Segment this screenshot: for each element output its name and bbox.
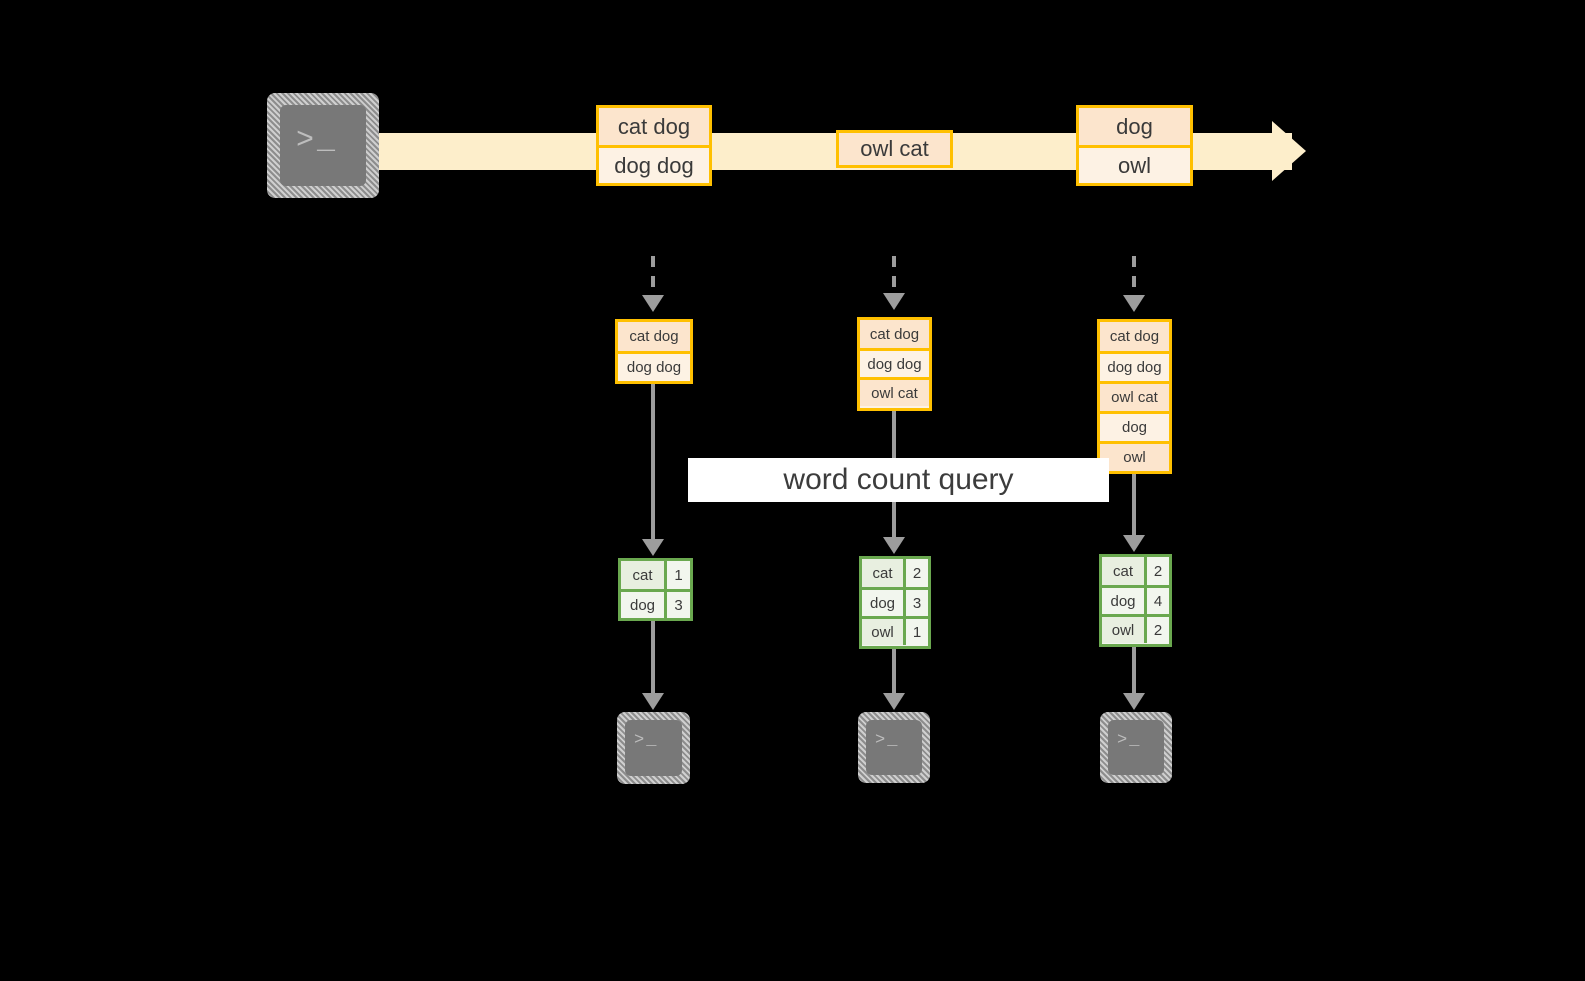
snapshot-2-sink-arrowhead xyxy=(883,693,905,710)
result-count: 4 xyxy=(1144,588,1169,614)
snapshot-1-stream-row: dog dog xyxy=(618,351,690,381)
query-banner: word count query xyxy=(688,458,1109,502)
snapshot-3-query-line xyxy=(1132,474,1136,535)
timeline-event-3-line-1: dog xyxy=(1079,108,1190,145)
timeline-event-1-line-2: dog dog xyxy=(599,145,709,183)
result-count: 2 xyxy=(1144,617,1169,643)
result-count: 2 xyxy=(903,559,928,587)
snapshot-2-query-arrowhead xyxy=(883,537,905,554)
result-count: 3 xyxy=(903,590,928,616)
snapshot-3-stream-row: cat dog xyxy=(1100,322,1169,351)
result-word: cat xyxy=(621,561,664,589)
result-word: dog xyxy=(862,590,903,616)
table-row: cat 2 xyxy=(1102,557,1169,585)
snapshot-2-sink-line xyxy=(892,649,896,693)
snapshot-3-sink-line xyxy=(1132,647,1136,693)
snapshot-2-stream-row: dog dog xyxy=(860,348,929,377)
snapshot-1-query-arrowhead xyxy=(642,539,664,556)
result-word: owl xyxy=(862,619,903,645)
snapshot-2-stream[interactable]: cat dog dog dog owl cat xyxy=(857,317,932,411)
result-count: 1 xyxy=(903,619,928,645)
snapshot-1-sink-line xyxy=(651,621,655,693)
table-row: owl 2 xyxy=(1102,614,1169,643)
terminal-prompt-glyph: >_ xyxy=(634,731,659,750)
snapshot-1-query-line xyxy=(651,384,655,539)
terminal-prompt-glyph: >_ xyxy=(296,124,339,158)
snapshot-3-tap-arrowhead xyxy=(1123,295,1145,312)
snapshot-3-stream[interactable]: cat dog dog dog owl cat dog owl xyxy=(1097,319,1172,474)
snapshot-2-tap-line xyxy=(892,256,896,296)
snapshot-1-stream[interactable]: cat dog dog dog xyxy=(615,319,693,384)
result-count: 3 xyxy=(664,592,690,618)
result-word: dog xyxy=(1102,588,1144,614)
table-row: cat 2 xyxy=(862,559,928,587)
snapshot-3-stream-row: owl cat xyxy=(1100,381,1169,411)
result-count: 1 xyxy=(664,561,690,589)
terminal-face xyxy=(280,105,366,186)
snapshot-2-sink-terminal-icon: >_ xyxy=(858,712,930,783)
snapshot-1-stream-row: cat dog xyxy=(618,322,690,351)
result-word: dog xyxy=(621,592,664,618)
table-row: cat 1 xyxy=(621,561,690,589)
table-row: dog 3 xyxy=(862,587,928,616)
snapshot-3-stream-row: owl xyxy=(1100,441,1169,471)
timeline-event-2-line-1: owl cat xyxy=(839,133,950,165)
snapshot-3-stream-row: dog xyxy=(1100,411,1169,441)
timeline-event-2[interactable]: owl cat xyxy=(836,130,953,168)
result-word: cat xyxy=(1102,557,1144,585)
snapshot-3-sink-terminal-icon: >_ xyxy=(1100,712,1172,783)
timeline-event-3-line-2: owl xyxy=(1079,145,1190,183)
result-word: cat xyxy=(862,559,903,587)
snapshot-3-tap-line xyxy=(1132,256,1136,298)
timeline-event-1[interactable]: cat dog dog dog xyxy=(596,105,712,186)
timeline-arrowhead xyxy=(1272,121,1306,181)
timeline-event-3[interactable]: dog owl xyxy=(1076,105,1193,186)
table-row: dog 3 xyxy=(621,589,690,618)
snapshot-2-stream-row: cat dog xyxy=(860,320,929,348)
terminal-face xyxy=(866,720,922,775)
snapshot-1-sink-arrowhead xyxy=(642,693,664,710)
snapshot-3-result-table[interactable]: cat 2 dog 4 owl 2 xyxy=(1099,554,1172,647)
snapshot-2-tap-arrowhead xyxy=(883,293,905,310)
timeline-event-1-line-1: cat dog xyxy=(599,108,709,145)
snapshot-1-tap-arrowhead xyxy=(642,295,664,312)
source-terminal-icon: >_ xyxy=(267,93,379,198)
table-row: owl 1 xyxy=(862,616,928,645)
snapshot-1-tap-line xyxy=(651,256,655,298)
snapshot-3-stream-row: dog dog xyxy=(1100,351,1169,381)
result-count: 2 xyxy=(1144,557,1169,585)
snapshot-2-result-table[interactable]: cat 2 dog 3 owl 1 xyxy=(859,556,931,649)
terminal-face xyxy=(1108,720,1164,775)
snapshot-1-sink-terminal-icon: >_ xyxy=(617,712,690,784)
snapshot-3-query-arrowhead xyxy=(1123,535,1145,552)
snapshot-1-result-table[interactable]: cat 1 dog 3 xyxy=(618,558,693,621)
snapshot-2-stream-row: owl cat xyxy=(860,377,929,406)
table-row: dog 4 xyxy=(1102,585,1169,614)
terminal-prompt-glyph: >_ xyxy=(875,731,900,750)
snapshot-3-sink-arrowhead xyxy=(1123,693,1145,710)
terminal-prompt-glyph: >_ xyxy=(1117,731,1142,750)
terminal-face xyxy=(625,720,682,776)
result-word: owl xyxy=(1102,617,1144,643)
